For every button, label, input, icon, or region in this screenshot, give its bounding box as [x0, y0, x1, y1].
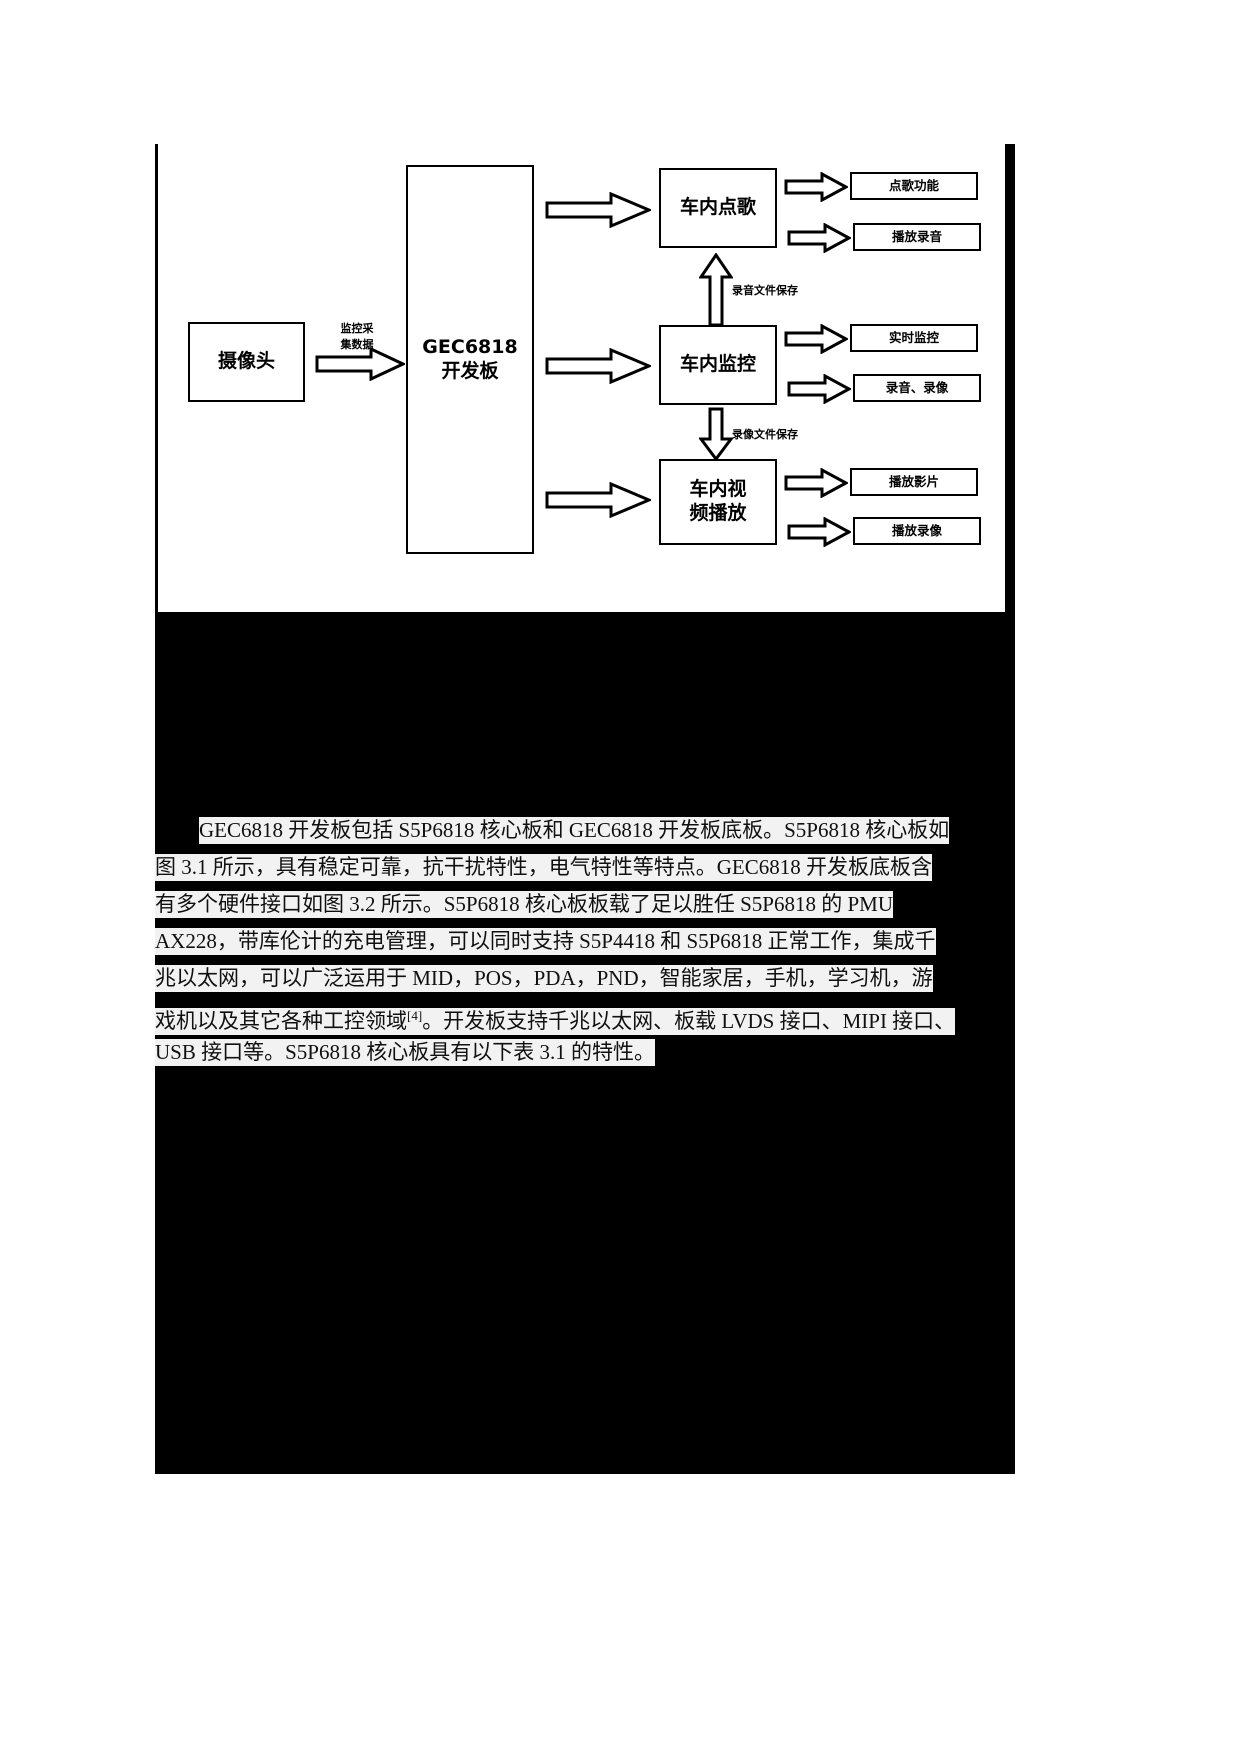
node-in-car-monitor-label: 车内监控 [679, 353, 756, 376]
leaf-song-function-label: 点歌功能 [888, 178, 939, 194]
arrow-devboard-to-in-car-song [545, 192, 651, 228]
body-citation: [4] [407, 1008, 423, 1023]
leaf-realtime-monitor: 实时监控 [850, 324, 978, 352]
leaf-play-recording: 播放录音 [853, 223, 981, 251]
body-line-8-text: USB 接口等。S5P6818 核心板具有以下表 3.1 的特性。 [155, 1039, 655, 1066]
body-line-1-text: GEC6818 开发板包括 S5P6818 核心板和 GEC6818 开发板底板… [199, 817, 950, 844]
arrow-monitor-to-video-down [699, 407, 733, 461]
leaf-audio-video-recording: 录音、录像 [853, 374, 981, 402]
edge-label-audio-file-save: 录音文件保存 [732, 283, 798, 299]
node-in-car-song-label: 车内点歌 [679, 196, 756, 219]
arrow-monitor-to-realtime-monitor [784, 324, 848, 354]
body-line-4: AX228，带库伦计的充电管理，可以同时支持 S5P4418 和 S5P6818… [155, 923, 1005, 960]
body-line-2-text: 图 3.1 所示，具有稳定可靠，抗干扰特性，电气特性等特点。GEC6818 开发… [155, 854, 932, 881]
body-line-2: 图 3.1 所示，具有稳定可靠，抗干扰特性，电气特性等特点。GEC6818 开发… [155, 849, 1005, 886]
node-in-car-video-playback-label: 车内视 频播放 [689, 478, 747, 524]
leaf-play-video-recording: 播放录像 [853, 517, 981, 545]
leaf-audio-video-recording-label: 录音、录像 [885, 380, 949, 396]
body-line-7-text: 。开发板支持千兆以太网、板载 LVDS 接口、MIPI 接口、 [422, 1009, 956, 1033]
arrow-devboard-to-in-car-video [545, 482, 651, 518]
arrow-monitor-to-song-up [699, 253, 733, 327]
architecture-diagram: 摄像头 GEC6818 开发板 车内点歌 车内监控 车内视 频播放 点歌功能 播… [155, 144, 1005, 612]
leaf-song-function: 点歌功能 [850, 172, 978, 200]
edge-label-video-file-save: 录像文件保存 [732, 427, 798, 443]
node-in-car-video-playback: 车内视 频播放 [659, 459, 777, 545]
leaf-realtime-monitor-label: 实时监控 [888, 330, 939, 346]
body-line-6: 戏机以及其它各种工控领域[4]。开发板支持千兆以太网、板载 LVDS 接口、MI… [155, 997, 1005, 1035]
edge-label-capture-data-text: 监控采 集数据 [340, 321, 374, 351]
arrow-camera-to-devboard [315, 347, 405, 381]
body-line-4-text: AX228，带库伦计的充电管理，可以同时支持 S5P4418 和 S5P6818… [155, 928, 936, 955]
arrow-song-to-song-function [784, 172, 848, 202]
arrow-song-to-play-recording [787, 223, 851, 253]
edge-label-video-file-save-text: 录像文件保存 [732, 428, 798, 441]
node-gec6818-devboard-label: GEC6818 开发板 [422, 335, 518, 382]
body-line-5-text: 兆以太网，可以广泛运用于 MID，POS，PDA，PND，智能家居，手机，学习机… [155, 965, 933, 992]
node-gec6818-devboard: GEC6818 开发板 [406, 165, 534, 554]
leaf-play-video-recording-label: 播放录像 [891, 523, 942, 539]
body-line-1: GEC6818 开发板包括 S5P6818 核心板和 GEC6818 开发板底板… [155, 812, 1005, 849]
node-camera-label: 摄像头 [217, 350, 275, 373]
body-line-6-text: 戏机以及其它各种工控领域 [155, 1009, 407, 1033]
node-in-car-song: 车内点歌 [659, 168, 777, 248]
edge-label-audio-file-save-text: 录音文件保存 [732, 284, 798, 297]
body-paragraph: GEC6818 开发板包括 S5P6818 核心板和 GEC6818 开发板底板… [155, 812, 1005, 1071]
node-camera: 摄像头 [188, 322, 305, 402]
arrow-monitor-to-audio-video-recording [787, 374, 851, 404]
leaf-play-recording-label: 播放录音 [891, 229, 942, 245]
body-line-3: 有多个硬件接口如图 3.2 所示。S5P6818 核心板板载了足以胜任 S5P6… [155, 886, 1005, 923]
figure-left-rule [155, 144, 158, 612]
leaf-play-movie-label: 播放影片 [888, 474, 939, 490]
body-line-5: 兆以太网，可以广泛运用于 MID，POS，PDA，PND，智能家居，手机，学习机… [155, 960, 1005, 997]
arrow-devboard-to-in-car-monitor [545, 348, 651, 384]
body-line-3-text: 有多个硬件接口如图 3.2 所示。S5P6818 核心板板载了足以胜任 S5P6… [155, 891, 893, 918]
body-line-7: USB 接口等。S5P6818 核心板具有以下表 3.1 的特性。 [155, 1034, 1005, 1071]
arrow-video-to-play-video-recording [787, 517, 851, 547]
arrow-video-to-play-movie [784, 468, 848, 498]
edge-label-capture-data: 监控采 集数据 [327, 305, 387, 353]
leaf-play-movie: 播放影片 [850, 468, 978, 496]
node-in-car-monitor: 车内监控 [659, 325, 777, 405]
